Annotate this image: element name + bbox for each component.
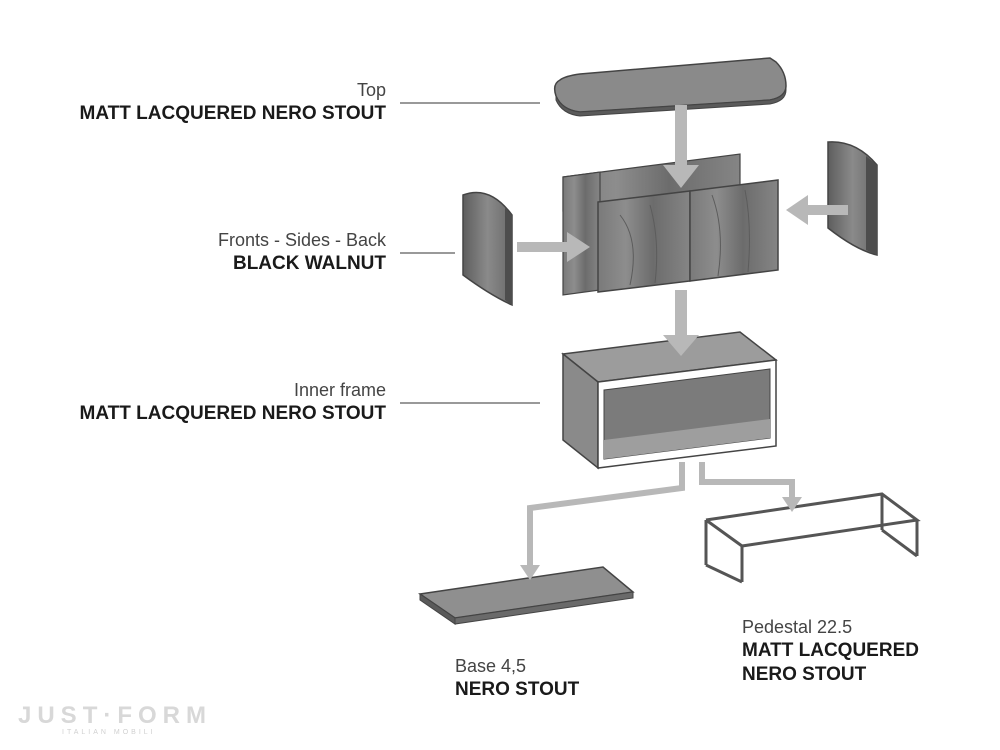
label-top-finish: MATT LACQUERED NERO STOUT (79, 103, 386, 124)
base-board (417, 566, 635, 625)
brand-logo-subtitle: ITALIAN MOBILI (62, 729, 156, 736)
label-pedestal-finish-2: NERO STOUT (742, 664, 867, 685)
label-frame: Inner frame MATT LACQUERED NERO STOUT (80, 378, 386, 426)
front-doors (597, 179, 779, 293)
left-side-panel (462, 191, 513, 307)
label-frame-finish: MATT LACQUERED NERO STOUT (79, 403, 386, 424)
inner-frame (561, 331, 778, 470)
label-pedestal: Pedestal 22.5 MATT LACQUERED NERO STOUT (742, 615, 919, 687)
label-pedestal-finish: MATT LACQUERED (742, 640, 919, 661)
label-base: Base 4,5 NERO STOUT (455, 654, 579, 702)
label-top: Top MATT LACQUERED NERO STOUT (80, 78, 386, 126)
label-fronts-name: Fronts - Sides - Back (217, 230, 386, 250)
brand-logo: JUST·FORM (18, 702, 212, 729)
label-frame-name: Inner frame (293, 380, 386, 400)
label-base-name: Base 4,5 (455, 656, 527, 676)
label-pedestal-name: Pedestal 22.5 (742, 617, 853, 637)
label-base-finish: NERO STOUT (455, 679, 580, 700)
assembly-arrows (517, 105, 848, 580)
label-fronts: Fronts - Sides - Back BLACK WALNUT (218, 228, 386, 276)
leader-lines (400, 102, 540, 404)
top-panel (553, 57, 787, 117)
pedestal-frame (704, 492, 921, 584)
label-top-name: Top (356, 80, 386, 100)
label-fronts-finish: BLACK WALNUT (232, 253, 386, 274)
right-side-panel (827, 141, 878, 256)
